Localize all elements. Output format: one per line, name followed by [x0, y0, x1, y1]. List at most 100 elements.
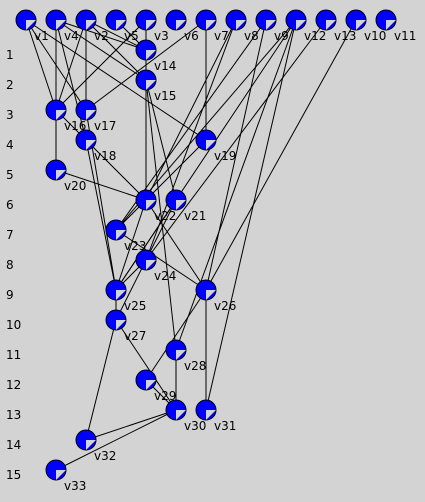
node-label-v10: v10 [364, 29, 386, 43]
node-label-v16: v16 [64, 119, 86, 133]
node-label-v27: v27 [124, 329, 146, 343]
node-v33[interactable]: v33 [45, 459, 86, 493]
node-v8[interactable]: v8 [225, 9, 259, 43]
node-v2[interactable]: v2 [75, 9, 109, 43]
node-v10[interactable]: v10 [345, 9, 386, 43]
edge-v26-v29 [145, 289, 207, 381]
node-v9[interactable]: v9 [255, 9, 289, 43]
node-v21[interactable]: v21 [165, 189, 206, 223]
edge-v21-v24 [145, 199, 177, 261]
edge-v12-v28 [175, 19, 297, 351]
node-v27[interactable]: v27 [105, 309, 146, 343]
edge-v8-v22 [145, 19, 237, 201]
row-label-6: 6 [6, 198, 14, 212]
node-notch-v2 [86, 20, 96, 30]
node-notch-v28 [176, 350, 186, 360]
node-notch-v7 [206, 20, 216, 30]
row-label-5: 5 [6, 168, 14, 182]
node-v31[interactable]: v31 [195, 399, 236, 433]
node-v18[interactable]: v18 [75, 129, 116, 163]
node-label-v4: v4 [64, 29, 79, 43]
node-v7[interactable]: v7 [195, 9, 229, 43]
node-label-v18: v18 [94, 149, 116, 163]
node-v17[interactable]: v17 [75, 99, 116, 133]
node-notch-v29 [146, 380, 156, 390]
row-label-1: 1 [6, 48, 14, 62]
node-v6[interactable]: v6 [165, 9, 199, 43]
node-v3[interactable]: v3 [135, 9, 169, 43]
node-notch-v25 [116, 290, 126, 300]
edge-v30-v32 [85, 409, 177, 441]
edge-v15-v21 [145, 79, 177, 201]
node-v1[interactable]: v1 [15, 9, 49, 43]
node-label-v15: v15 [154, 89, 176, 103]
node-v4[interactable]: v4 [45, 9, 79, 43]
node-notch-v11 [386, 20, 396, 30]
node-notch-v20 [56, 170, 66, 180]
node-notch-v9 [266, 20, 276, 30]
node-label-v7: v7 [214, 29, 229, 43]
node-notch-v1 [26, 20, 36, 30]
node-notch-v14 [146, 50, 156, 60]
node-v28[interactable]: v28 [165, 339, 206, 373]
node-v11[interactable]: v11 [375, 9, 416, 43]
node-label-v9: v9 [274, 29, 289, 43]
node-v29[interactable]: v29 [135, 369, 176, 403]
node-v22[interactable]: v22 [135, 189, 176, 223]
node-notch-v26 [206, 290, 216, 300]
row-label-14: 14 [6, 438, 21, 452]
row-label-4: 4 [6, 138, 14, 152]
node-v24[interactable]: v24 [135, 249, 176, 283]
node-v14[interactable]: v14 [135, 39, 176, 73]
node-notch-v8 [236, 20, 246, 30]
row-label-12: 12 [6, 378, 21, 392]
edge-v30-v33 [55, 409, 177, 471]
node-label-v21: v21 [184, 209, 206, 223]
node-v5[interactable]: v5 [105, 9, 139, 43]
node-v23[interactable]: v23 [105, 219, 146, 253]
node-v32[interactable]: v32 [75, 429, 116, 463]
edge-v21-v25 [115, 199, 177, 291]
node-notch-v18 [86, 140, 96, 150]
edge-v4-v18 [55, 19, 87, 141]
node-v30[interactable]: v30 [165, 399, 206, 433]
node-notch-v5 [116, 20, 126, 30]
node-v13[interactable]: v13 [315, 9, 356, 43]
row-label-8: 8 [6, 258, 14, 272]
node-label-v28: v28 [184, 359, 206, 373]
edge-v8-v24 [145, 19, 237, 261]
node-notch-v22 [146, 200, 156, 210]
edge-v15-v28 [145, 79, 177, 351]
node-v19[interactable]: v19 [195, 129, 236, 163]
node-v26[interactable]: v26 [195, 279, 236, 313]
node-label-v29: v29 [154, 389, 176, 403]
node-label-v3: v3 [154, 29, 169, 43]
edge-v20-v22 [55, 169, 147, 201]
node-label-v8: v8 [244, 29, 259, 43]
node-label-v1: v1 [34, 29, 49, 43]
edge-v13-v24 [145, 19, 327, 261]
node-notch-v4 [56, 20, 66, 30]
node-notch-v6 [176, 20, 186, 30]
edge-v22-v26 [145, 199, 207, 291]
node-label-v6: v6 [184, 29, 199, 43]
node-v20[interactable]: v20 [45, 159, 86, 193]
node-label-v2: v2 [94, 29, 109, 43]
node-label-v25: v25 [124, 299, 146, 313]
node-notch-v27 [116, 320, 126, 330]
edge-v9-v26 [205, 19, 267, 291]
edge-v27-v32 [85, 319, 117, 441]
node-v15[interactable]: v15 [135, 69, 176, 103]
row-label-2: 2 [6, 78, 14, 92]
node-notch-v32 [86, 440, 96, 450]
node-notch-v15 [146, 80, 156, 90]
node-notch-v10 [356, 20, 366, 30]
node-v12[interactable]: v12 [285, 9, 326, 43]
row-label-3: 3 [6, 108, 14, 122]
node-v16[interactable]: v16 [45, 99, 86, 133]
node-v25[interactable]: v25 [105, 279, 146, 313]
row-label-13: 13 [6, 408, 21, 422]
edge-v27-v30 [115, 319, 177, 411]
